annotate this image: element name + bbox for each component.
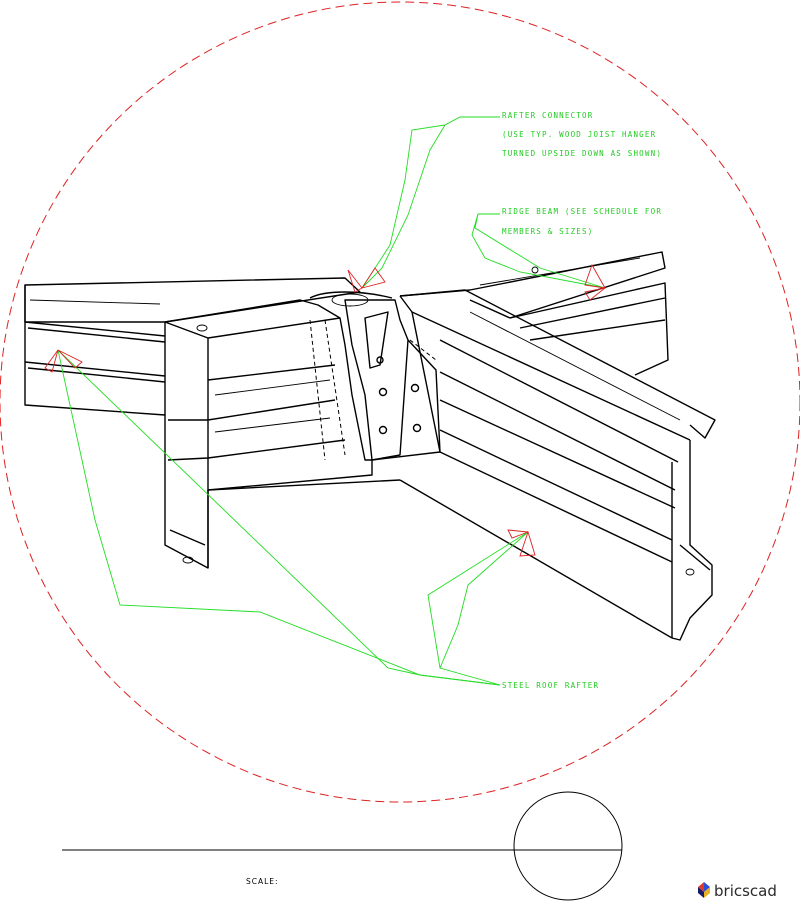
leader-rafter-right xyxy=(427,531,529,686)
note-rafter-connector-line-1: RAFTER CONNECTOR xyxy=(502,111,593,120)
bricscad-logo: bricscad xyxy=(698,882,777,900)
leader-ridge-beam xyxy=(471,213,606,289)
leader-rafter-connector xyxy=(361,116,500,289)
annotations: RAFTER CONNECTOR (USE TYP. WOOD JOIST HA… xyxy=(502,111,662,690)
leader-lines xyxy=(57,116,606,686)
note-steel-roof-rafter: STEEL ROOF RAFTER xyxy=(502,681,599,690)
arrowheads xyxy=(44,263,606,557)
rafter-connector-plate xyxy=(309,291,441,461)
left-rafter xyxy=(24,277,361,416)
title-block: SCALE: xyxy=(62,791,623,901)
note-rafter-connector-line-3: TURNED UPSIDE DOWN AS SHOWN) xyxy=(502,149,662,158)
note-ridge-beam-line-1: RIDGE BEAM (SEE SCHEDULE FOR xyxy=(502,207,662,216)
arrowhead-rafter-left xyxy=(44,349,83,373)
arrowhead-connector xyxy=(347,267,386,293)
detail-bubble xyxy=(513,791,623,901)
bricscad-logo-text: bricscad xyxy=(714,882,777,900)
scale-label: SCALE: xyxy=(246,877,279,886)
arrowhead-rafter-right xyxy=(507,529,536,557)
note-ridge-beam-line-2: MEMBERS & SIZES) xyxy=(502,227,593,236)
leader-rafter-left-a xyxy=(57,349,501,686)
front-left-box xyxy=(164,299,401,569)
ridge-beam xyxy=(399,251,669,376)
leader-rafter-left-b xyxy=(57,349,501,686)
note-rafter-connector-line-2: (USE TYP. WOOD JOIST HANGER xyxy=(502,130,656,139)
arrowhead-ridge-beam xyxy=(584,263,606,301)
detail-boundary-circle xyxy=(0,1,800,803)
front-right-rafter xyxy=(399,289,716,641)
bricscad-logo-icon xyxy=(698,882,710,898)
framing-drawing xyxy=(24,251,716,641)
